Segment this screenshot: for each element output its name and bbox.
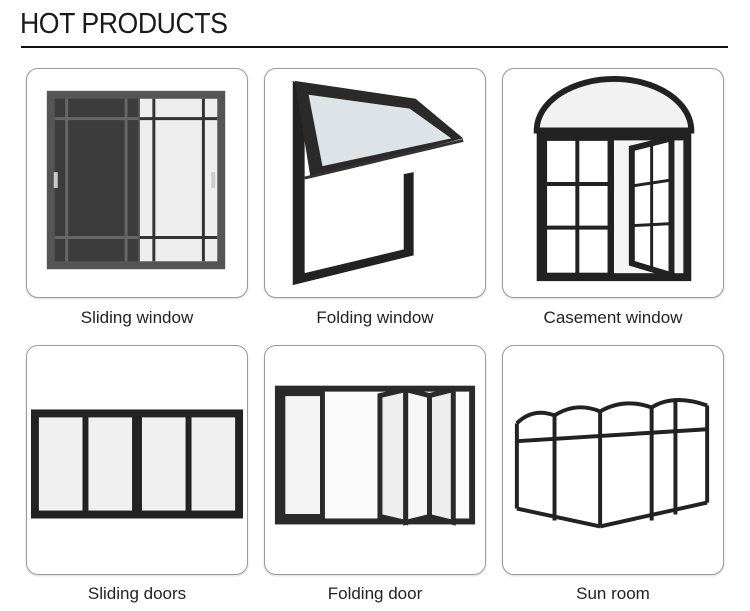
product-card-folding-door[interactable] <box>264 345 486 575</box>
page-title: HOT PRODUCTS <box>20 8 228 40</box>
sun-room-image <box>514 398 710 529</box>
product-label[interactable]: Casement window <box>543 308 683 327</box>
product-card-sliding-doors[interactable] <box>26 345 248 575</box>
product-label[interactable]: Folding window <box>316 308 434 327</box>
product-label[interactable]: Folding door <box>327 584 423 603</box>
folding-window-image <box>292 80 464 286</box>
product-card-casement-window[interactable] <box>502 68 724 298</box>
product-label[interactable]: Sliding window <box>80 308 194 327</box>
folding-door-image <box>274 385 476 526</box>
title-divider <box>21 46 728 48</box>
product-card-sliding-window[interactable] <box>26 68 248 298</box>
sliding-window-image <box>46 90 226 270</box>
casement-window-image <box>533 75 695 282</box>
sliding-doors-image <box>30 409 244 519</box>
product-card-folding-window[interactable] <box>264 68 486 298</box>
product-label[interactable]: Sliding doors <box>87 584 187 603</box>
product-card-sun-room[interactable] <box>502 345 724 575</box>
product-label[interactable]: Sun room <box>576 584 650 603</box>
